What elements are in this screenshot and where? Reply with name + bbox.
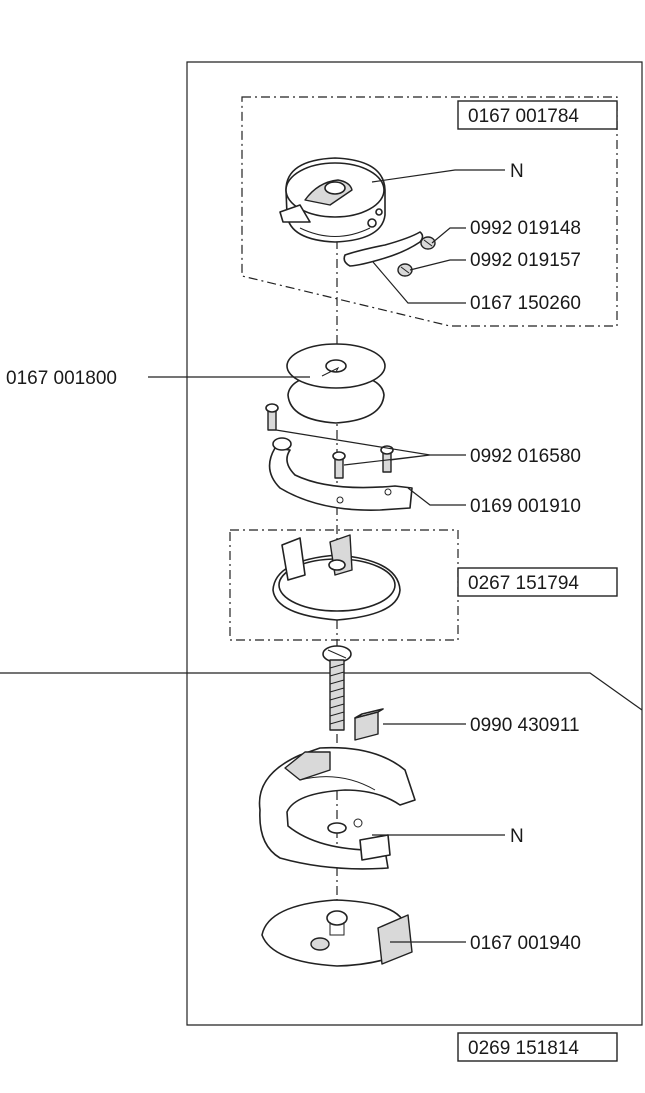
callout-felt: 0990 430911 <box>470 715 580 736</box>
callout-n-bottom: N <box>510 826 524 847</box>
felt-pad-part <box>354 708 384 741</box>
long-screw-part <box>322 645 352 731</box>
leader-n-top <box>371 169 505 183</box>
callout-bobbin-case-assembly: 0167 001784 <box>468 106 579 127</box>
leader-spring <box>372 261 466 304</box>
callout-screw-2: 0992 019157 <box>470 250 581 271</box>
tension-spring-part <box>343 231 424 267</box>
group-box-bobbin-case <box>241 96 618 327</box>
callout-cover-plate: 0167 001940 <box>470 933 581 954</box>
cover-plate-part <box>261 899 413 967</box>
callout-bobbin: 0167 001800 <box>6 368 117 389</box>
reference-line <box>0 672 643 711</box>
callout-box-bobbin-case-assembly <box>457 100 618 130</box>
leader-screw-2 <box>409 259 466 271</box>
retainer-ring-part <box>268 437 413 511</box>
retainer-screw-left-part <box>265 403 279 431</box>
callout-screw-1: 0992 019148 <box>470 218 581 239</box>
bobbin-case-part <box>279 157 386 243</box>
callout-box-inner-hook-assembly <box>457 567 618 597</box>
callout-hook-assembly: 0269 151814 <box>468 1038 579 1059</box>
callout-n-top: N <box>510 161 524 182</box>
inner-hook-part <box>272 534 401 621</box>
leader-retainer-ring <box>407 487 466 506</box>
callout-spring: 0167 150260 <box>470 293 581 314</box>
callout-box-hook-assembly <box>457 1032 618 1062</box>
assembly-frame <box>186 61 643 1026</box>
hook-body-part <box>258 746 416 870</box>
bobbin-part <box>286 343 386 424</box>
group-box-inner-hook <box>229 529 459 641</box>
leader-retainer-screws <box>275 429 466 466</box>
small-screw-1-part <box>420 236 436 250</box>
callout-inner-hook-assembly: 0267 151794 <box>468 573 579 594</box>
callout-retainer-ring: 0169 001910 <box>470 496 581 517</box>
retainer-screw-middle-part <box>332 451 346 479</box>
callout-retainer-screws: 0992 016580 <box>470 446 581 467</box>
small-screw-2-part <box>397 263 413 277</box>
leader-screw-1 <box>431 227 466 244</box>
